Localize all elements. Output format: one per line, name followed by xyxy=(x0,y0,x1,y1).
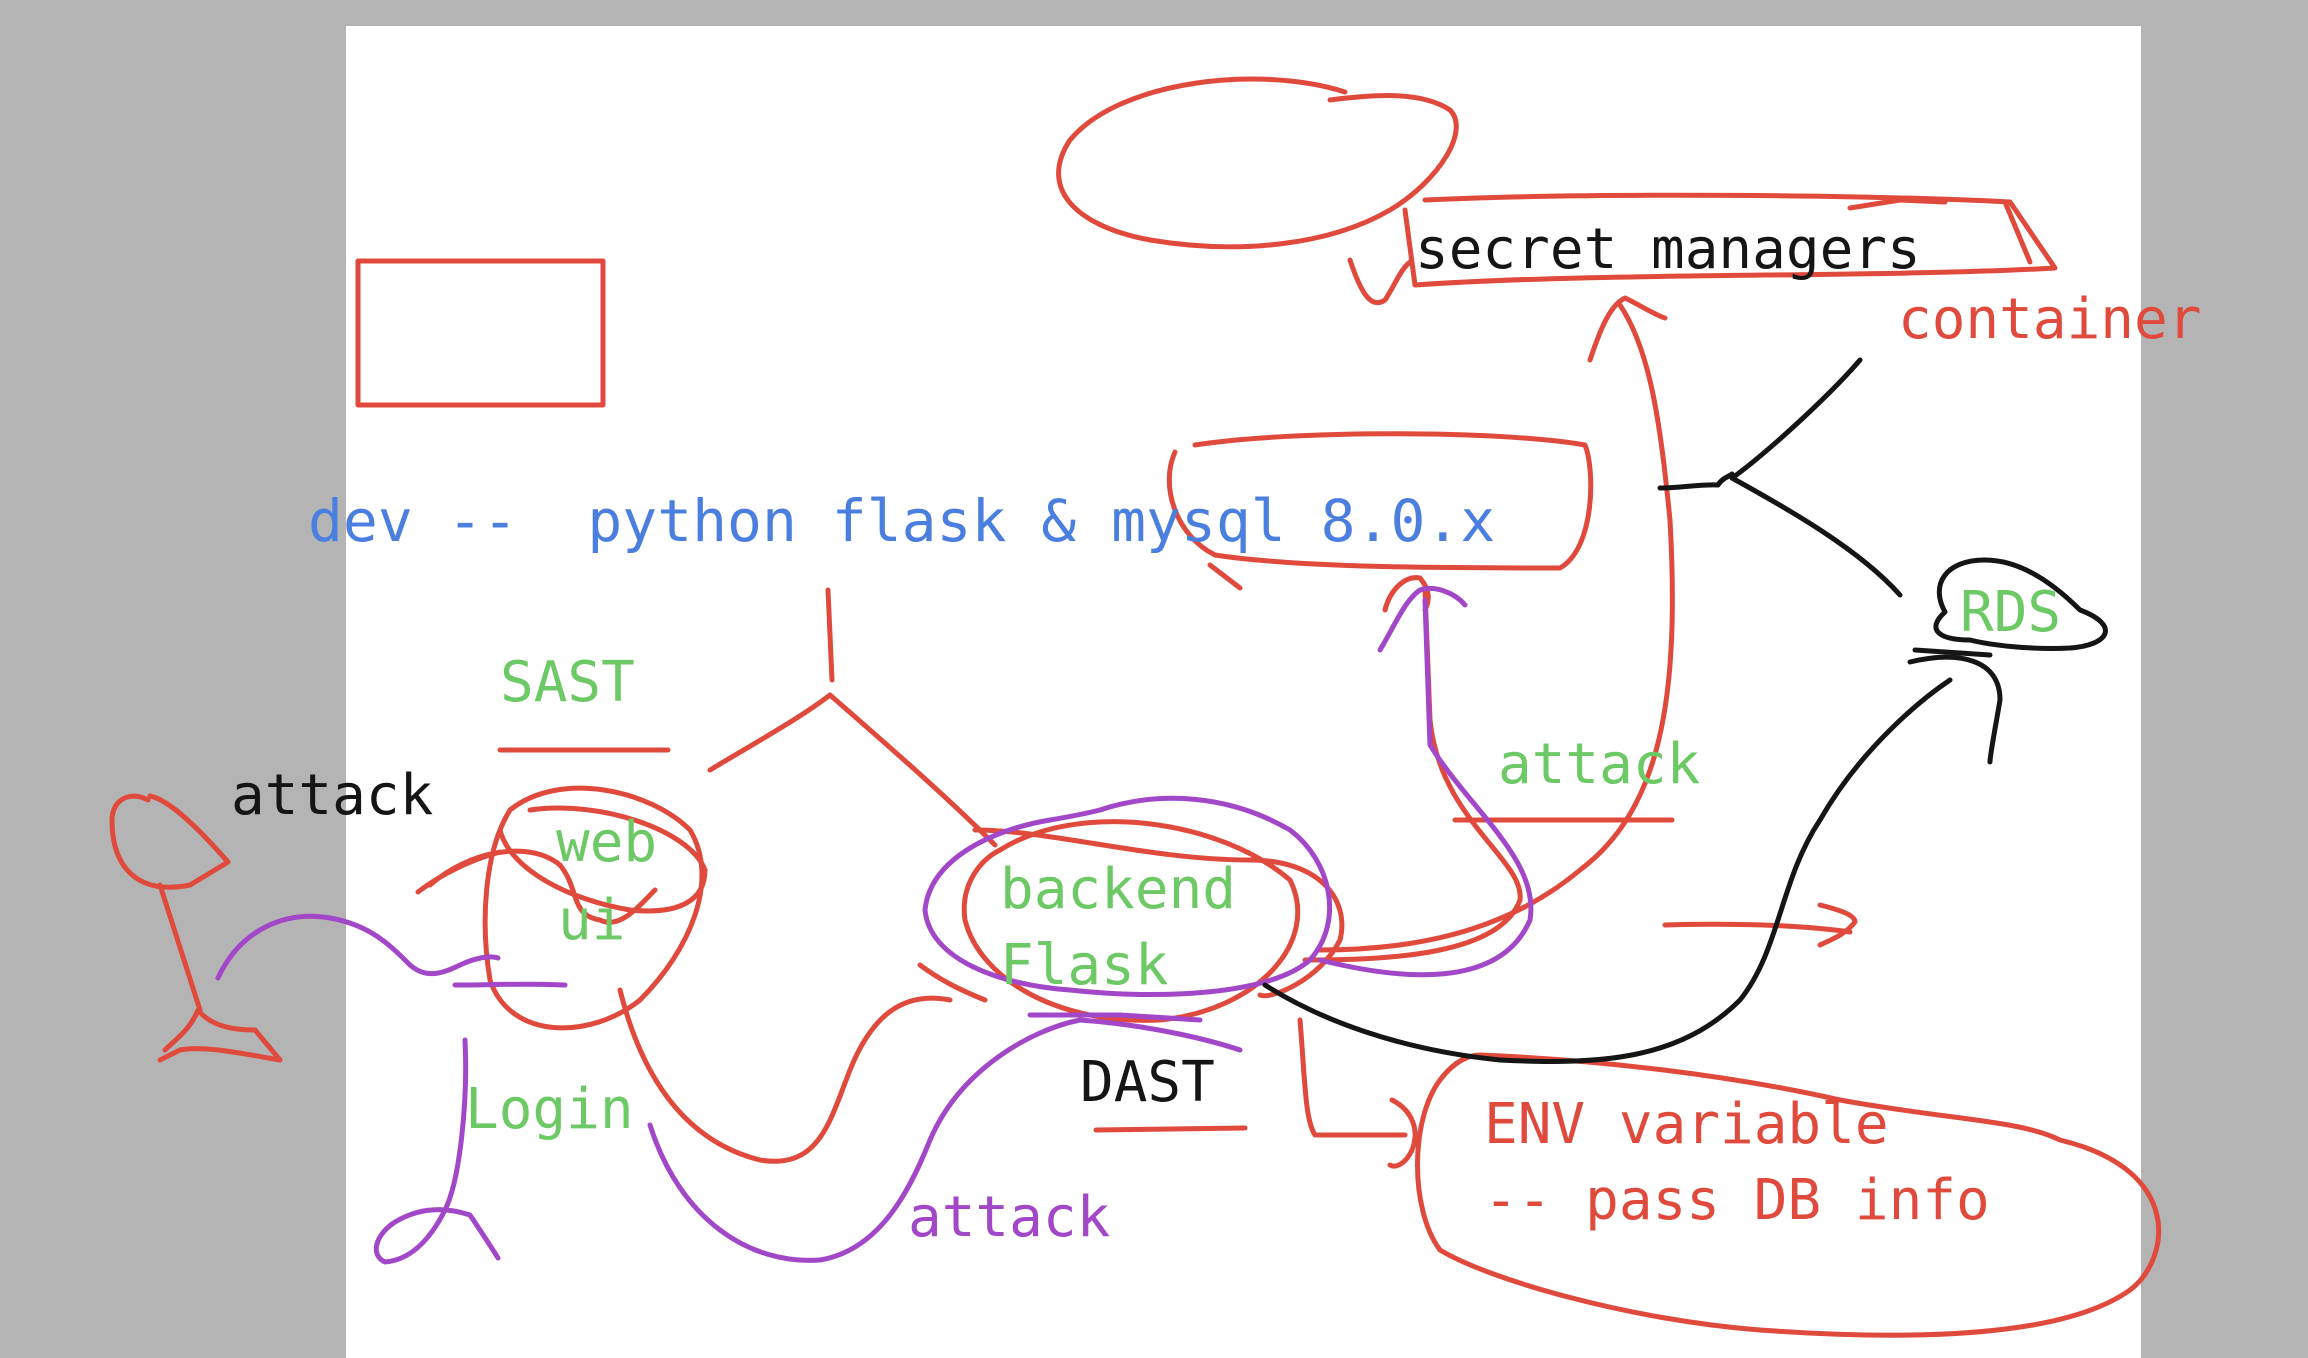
secret-managers-label: secret managers xyxy=(1415,217,1921,282)
connector-webui-backend xyxy=(617,962,988,1164)
container-label: container xyxy=(1898,287,2202,352)
rds-blob xyxy=(1912,557,2108,658)
attack-arrow-red xyxy=(415,848,658,925)
empty-box xyxy=(355,258,606,408)
mysql-box xyxy=(1166,431,1594,591)
secret-managers-box xyxy=(1347,192,2058,305)
black-connector-rds xyxy=(1262,654,2003,1064)
sast-label: SAST xyxy=(500,650,635,715)
dast-label: DAST xyxy=(1080,1050,1215,1115)
web-ui-circle xyxy=(482,785,708,1031)
env-variable-label: ENV variable xyxy=(1484,1092,1889,1157)
arrow-to-secrets xyxy=(1317,295,1675,953)
env-cloud xyxy=(1415,1052,2162,1338)
arrow-right xyxy=(1662,902,1858,948)
arrow-to-env xyxy=(1297,1017,1418,1169)
ui-label: ui xyxy=(558,888,626,953)
web-label: web xyxy=(556,810,658,875)
purple-arrow-to-mysql xyxy=(1317,586,1534,978)
attack-label-black: attack xyxy=(231,763,434,828)
black-container-branch xyxy=(1657,357,1903,598)
purple-backend-circle xyxy=(922,795,1333,1023)
dast-underline xyxy=(1093,1125,1248,1133)
purple-attack-bottom xyxy=(647,1017,1243,1263)
attacker-figure xyxy=(109,793,283,1063)
purple-attack-left xyxy=(215,913,568,988)
dev-stack-label: dev -- python flask & mysql 8.0.x xyxy=(308,487,1496,555)
cloud-blob xyxy=(1056,76,1459,250)
env-pass-db-label: -- pass DB info xyxy=(1484,1168,1990,1233)
flask-label: Flask xyxy=(1000,933,1169,998)
attack-label-purple: attack xyxy=(908,1185,1111,1250)
login-label: Login xyxy=(465,1077,634,1142)
attack-label-green: attack xyxy=(1498,732,1701,797)
rds-label: RDS xyxy=(1960,580,2062,645)
split-tree xyxy=(707,587,998,848)
purple-login-figure xyxy=(373,1037,501,1265)
backend-label: backend xyxy=(1000,857,1237,922)
arrow-to-mysql xyxy=(1302,575,1523,963)
backend-circle xyxy=(961,819,1345,1023)
